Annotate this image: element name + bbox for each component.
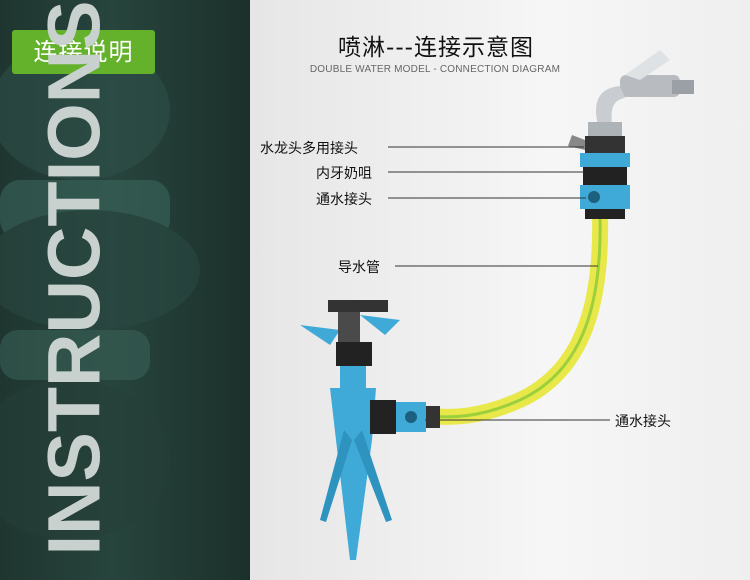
water-hose (422, 207, 609, 425)
sprinkler-icon (300, 300, 400, 388)
faucet-icon (588, 50, 694, 138)
diagram-title: 喷淋---连接示意图 (338, 35, 534, 61)
faucet-connector-backdrop (0, 40, 200, 540)
diagram-subtitle: DOUBLE WATER MODEL - CONNECTION DIAGRAM (309, 64, 561, 75)
quick-connector-top-icon (580, 185, 630, 219)
section-tag: 连接说明 (12, 30, 155, 74)
left-decor-panel: 连接说明 INSTRUCTIONS (0, 0, 250, 580)
label-inner-thread-nipple: 内牙奶咀 (316, 166, 372, 182)
spike-stake-icon (330, 388, 376, 560)
label-quick-connector-top: 通水接头 (316, 192, 372, 208)
faucet-adapter-icon (568, 135, 630, 167)
quick-connector-bottom-icon (370, 400, 440, 434)
nipple-connector-icon (583, 167, 627, 185)
label-quick-connector-bottom: 通水接头 (615, 414, 671, 430)
label-hose: 导水管 (338, 260, 380, 276)
label-faucet-adapter: 水龙头多用接头 (260, 141, 358, 157)
water-hose-stripe (429, 214, 602, 419)
